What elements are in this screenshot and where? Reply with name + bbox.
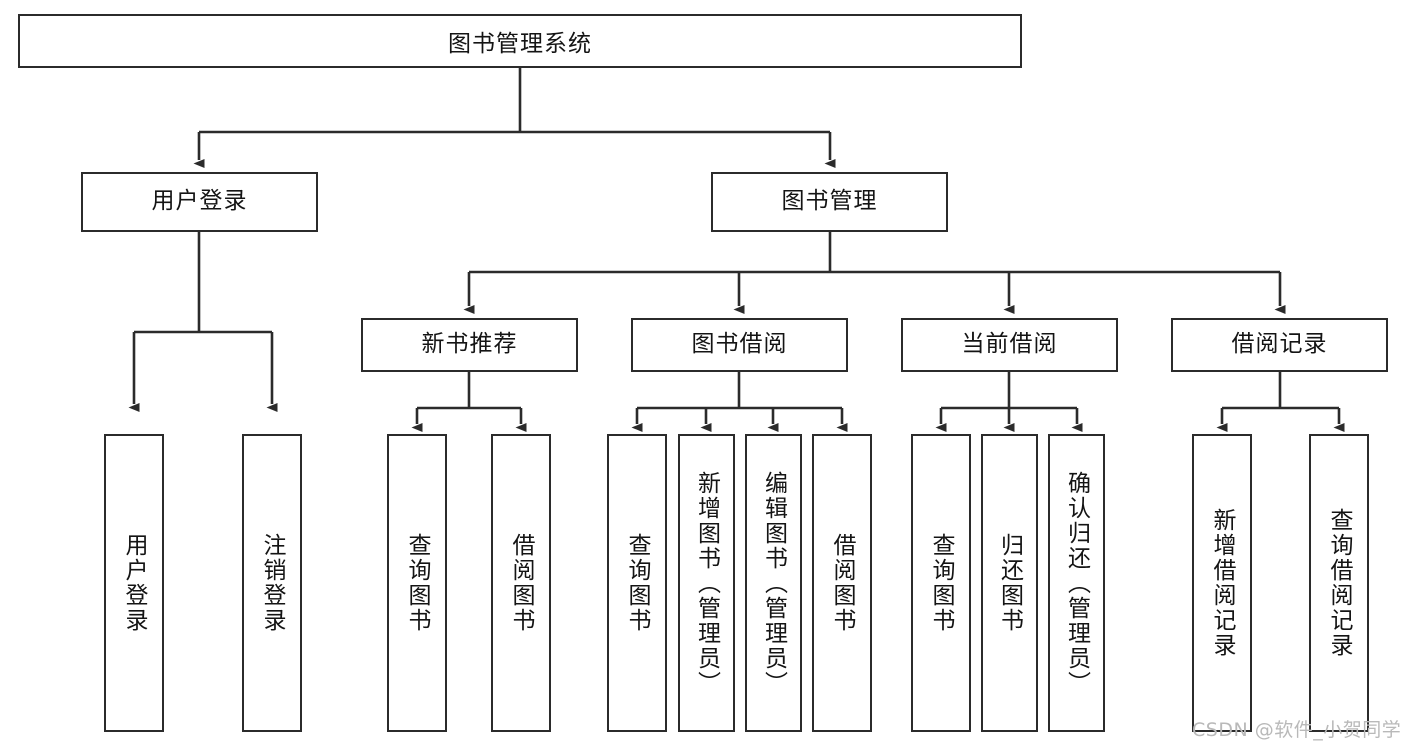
node-leaf-query-book-2-label: 查询图书 — [624, 533, 651, 633]
node-leaf-user-login[interactable]: 用户登录 — [104, 434, 164, 732]
node-root[interactable]: 图书管理系统 — [18, 14, 1022, 68]
node-leaf-confirm-return-label: 确认归还（管理员） — [1063, 470, 1090, 696]
node-leaf-edit-book[interactable]: 编辑图书（管理员） — [745, 434, 802, 732]
node-user-login[interactable]: 用户登录 — [81, 172, 318, 232]
node-leaf-return-book-label: 归还图书 — [996, 533, 1023, 633]
node-new-book-recommend[interactable]: 新书推荐 — [361, 318, 578, 372]
node-leaf-borrow-book-2[interactable]: 借阅图书 — [812, 434, 872, 732]
node-leaf-user-logout[interactable]: 注销登录 — [242, 434, 302, 732]
node-leaf-user-logout-label: 注销登录 — [259, 533, 286, 633]
node-leaf-add-record-label: 新增借阅记录 — [1209, 508, 1236, 658]
csdn-watermark: CSDN @软件_小贺同学 — [1192, 719, 1402, 741]
node-leaf-edit-book-label: 编辑图书（管理员） — [760, 470, 787, 696]
node-leaf-add-book[interactable]: 新增图书（管理员） — [678, 434, 735, 732]
node-borrow-record[interactable]: 借阅记录 — [1171, 318, 1388, 372]
node-leaf-add-book-label: 新增图书（管理员） — [693, 470, 720, 696]
node-book-manage-label: 图书管理 — [781, 188, 878, 215]
node-leaf-confirm-return[interactable]: 确认归还（管理员） — [1048, 434, 1105, 732]
node-user-login-label: 用户登录 — [151, 188, 248, 215]
node-leaf-borrow-book-2-label: 借阅图书 — [829, 533, 856, 633]
node-leaf-user-login-label: 用户登录 — [121, 533, 148, 633]
node-leaf-return-book[interactable]: 归还图书 — [981, 434, 1038, 732]
node-current-borrow[interactable]: 当前借阅 — [901, 318, 1118, 372]
node-leaf-borrow-book-1[interactable]: 借阅图书 — [491, 434, 551, 732]
node-new-book-recommend-label: 新书推荐 — [421, 331, 518, 358]
node-book-borrow-label: 图书借阅 — [691, 331, 788, 358]
node-leaf-query-record[interactable]: 查询借阅记录 — [1309, 434, 1369, 732]
node-leaf-add-record[interactable]: 新增借阅记录 — [1192, 434, 1252, 732]
node-root-label: 图书管理系统 — [448, 31, 592, 57]
node-leaf-query-book-1-label: 查询图书 — [404, 533, 431, 633]
node-book-manage[interactable]: 图书管理 — [711, 172, 948, 232]
node-book-borrow[interactable]: 图书借阅 — [631, 318, 848, 372]
node-leaf-query-book-3-label: 查询图书 — [928, 533, 955, 633]
node-borrow-record-label: 借阅记录 — [1231, 331, 1328, 358]
node-current-borrow-label: 当前借阅 — [961, 331, 1058, 358]
node-leaf-query-record-label: 查询借阅记录 — [1326, 508, 1353, 658]
node-leaf-borrow-book-1-label: 借阅图书 — [508, 533, 535, 633]
node-leaf-query-book-2[interactable]: 查询图书 — [607, 434, 667, 732]
node-leaf-query-book-3[interactable]: 查询图书 — [911, 434, 971, 732]
node-leaf-query-book-1[interactable]: 查询图书 — [387, 434, 447, 732]
